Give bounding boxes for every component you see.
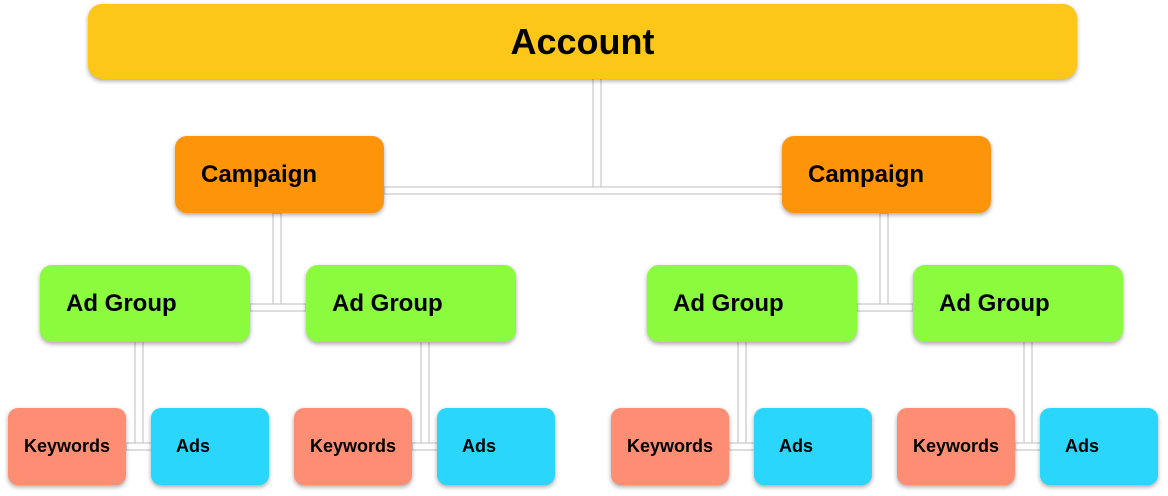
ad-group-node-1: Ad Group [40,265,250,342]
connector-adgroup-4-bar [1014,442,1042,451]
connector-adgroup-2-bar [411,442,439,451]
keywords-node-2: Keywords [294,408,412,485]
connector-adgroup-3-bar [728,442,756,451]
ad-group-node-2: Ad Group [306,265,516,342]
connector-account-trunk [592,77,602,189]
connector-campaign-1-trunk [272,212,282,307]
ads-node-1: Ads [151,408,269,485]
account-node: Account [88,4,1077,79]
connector-adgroup-1-bar [125,442,153,451]
ad-group-node-3: Ad Group [647,265,857,342]
ads-node-4: Ads [1040,408,1158,485]
keywords-node-3: Keywords [611,408,729,485]
connector-campaign-2-bar [856,303,914,312]
ads-node-2: Ads [437,408,555,485]
keywords-node-1: Keywords [8,408,126,485]
connector-adgroup-1-trunk [134,340,144,446]
ad-group-node-4: Ad Group [913,265,1123,342]
connector-adgroup-4-trunk [1023,340,1033,446]
campaign-node-2: Campaign [782,136,991,213]
ads-node-3: Ads [754,408,872,485]
connector-campaign-1-bar [249,303,307,312]
keywords-node-4: Keywords [897,408,1015,485]
connector-campaign-2-trunk [879,212,889,307]
connector-adgroup-2-trunk [420,340,430,446]
connector-adgroup-3-trunk [737,340,747,446]
campaign-node-1: Campaign [175,136,384,213]
connector-campaigns-bar [383,186,785,195]
